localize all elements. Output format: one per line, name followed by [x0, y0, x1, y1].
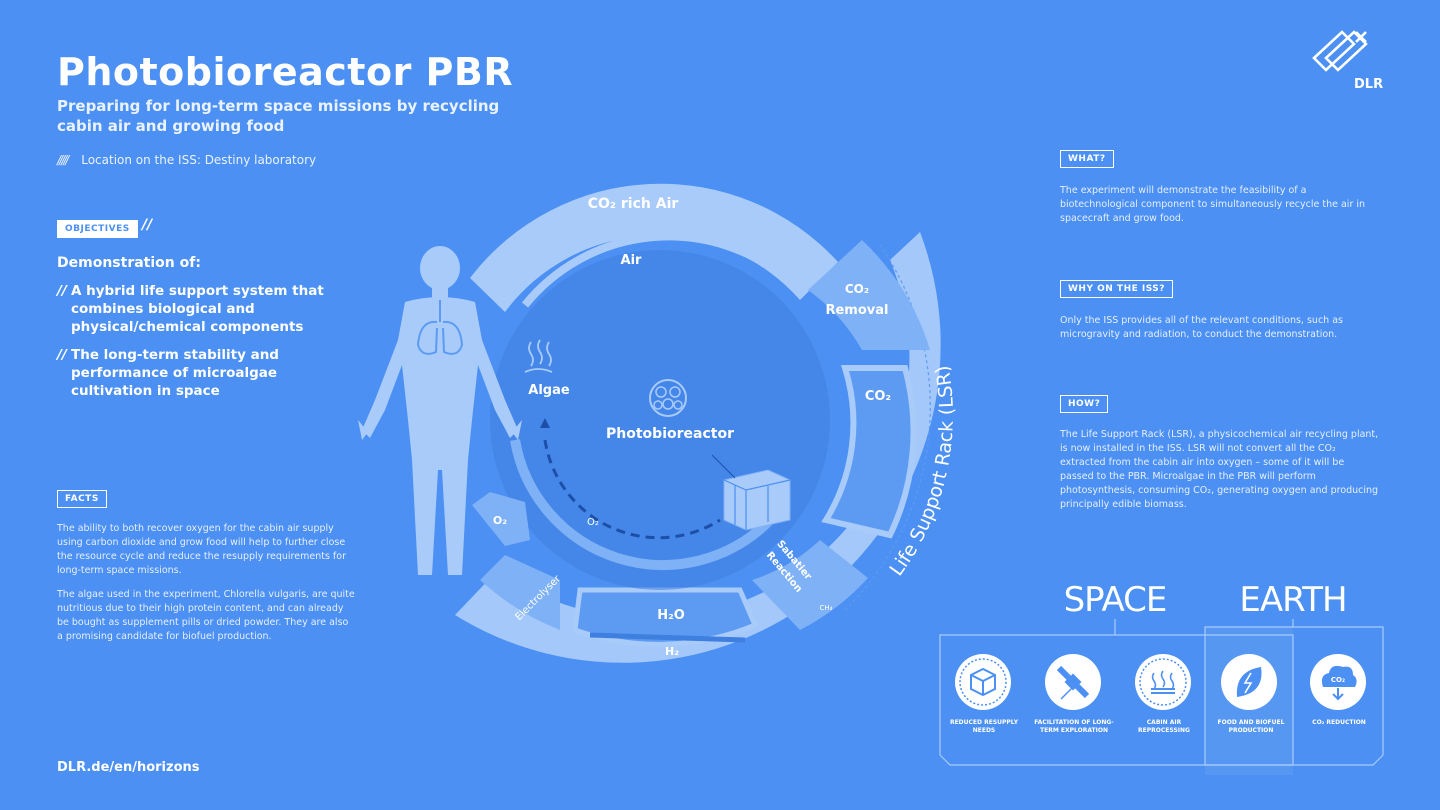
logo-cross [1355, 31, 1367, 43]
facts-tag-label: FACTS [65, 494, 99, 504]
objective-text: A hybrid life support system that combin… [71, 283, 324, 335]
electrolyser-segment [480, 555, 560, 630]
satellite-icon [1045, 654, 1101, 710]
photobioreactor-label: Photobioreactor [606, 426, 734, 442]
lsr-dashed-arc [844, 244, 931, 611]
earth-frame [1204, 626, 1384, 766]
space-earth-panel: SPACE EARTH [939, 580, 1384, 775]
reactor-box-icon [711, 454, 791, 531]
cloud-co2-text: CO₂ [1331, 676, 1345, 684]
how-text: The Life Support Rack (LSR), a physicoch… [1060, 429, 1379, 510]
photobioreactor-core [490, 250, 830, 590]
oxygen-dashed-path [543, 439, 721, 540]
why-text: Only the ISS provides all of the relevan… [1060, 315, 1343, 340]
sabatier-segment [752, 540, 868, 630]
lsr-label-path: Life Support Rack (LSR) [885, 364, 957, 580]
icon-label: REDUCED RESUPPLY NEEDS [949, 719, 1019, 734]
page-subtitle: Preparing for long-term space missions b… [57, 97, 500, 135]
list-item: // The long-term stability and performan… [57, 346, 357, 400]
inner-ring-arc [510, 439, 774, 570]
objectives-tag: OBJECTIVES [57, 220, 138, 238]
icon-label-box: FOOD AND BIOFUEL PRODUCTION [1217, 719, 1285, 734]
what-tag-label: WHAT? [1068, 154, 1106, 164]
icon-label: CO₂ REDUCTION [1312, 719, 1366, 726]
co2-removal-segment [808, 240, 930, 350]
footer-link[interactable]: DLR.de/en/horizons [57, 760, 200, 775]
earth-heading: EARTH [1239, 580, 1346, 620]
logo-text: DLR [1354, 77, 1383, 92]
dlr-logo: DLR [1312, 30, 1383, 92]
list-item: // A hybrid life support system that com… [57, 282, 357, 336]
ch4-label: CH₄ [820, 604, 833, 612]
steam-icon [524, 339, 553, 373]
lsr-outer-band [455, 232, 941, 663]
leaf-icon [1221, 654, 1277, 710]
facts-text: The ability to both recover oxygen for t… [57, 522, 357, 654]
objectives-list: // A hybrid life support system that com… [57, 282, 357, 410]
icon-label: FOOD AND BIOFUEL PRODUCTION [1217, 719, 1285, 734]
co2-segment [821, 365, 917, 539]
space-heading: SPACE [1064, 580, 1167, 620]
cloud-co2-icon: CO₂ [1310, 654, 1366, 710]
why-tag: WHY ON THE ISS? [1060, 280, 1174, 298]
location-text: Location on the ISS: Destiny laboratory [81, 153, 317, 167]
how-tag: HOW? [1060, 395, 1109, 413]
dashed-arrow-head [540, 418, 550, 428]
lsr-label: Life Support Rack (LSR) [885, 364, 957, 580]
h2-label: H₂ [665, 645, 679, 658]
water-segment [572, 587, 759, 647]
lungs-icon [416, 300, 464, 355]
electrolyser-label: Electrolyser [514, 573, 564, 623]
objectives-tag-label: OBJECTIVES [65, 224, 130, 234]
icon-label-box: FACILITATION OF LONG-TERM EXPLORATION [1034, 719, 1114, 734]
air-processing-icon [1135, 654, 1191, 710]
what-text: The experiment will demonstrate the feas… [1060, 185, 1366, 224]
h2o-label: H₂O [657, 608, 685, 623]
page-title: Photobioreactor PBR [57, 50, 514, 94]
astronaut-body-icon [358, 246, 522, 575]
facts-paragraph: The algae used in the experiment, Chlore… [57, 589, 355, 642]
objective-text: The long-term stability and performance … [71, 347, 279, 399]
sabatier-label-1: Sabatier [774, 539, 813, 583]
icon-label: FACILITATION OF LONG-TERM EXPLORATION [1034, 719, 1114, 734]
icon-label-box: CO₂ REDUCTION [1312, 719, 1366, 726]
air-arc [521, 232, 791, 308]
o2-outer-label: O₂ [493, 514, 507, 527]
icon-label-box: CABIN AIR REPROCESSING [1138, 719, 1190, 734]
how-tag-label: HOW? [1068, 399, 1101, 409]
what-tag: WHAT? [1060, 150, 1114, 168]
facts-paragraph: The ability to both recover oxygen for t… [57, 523, 346, 576]
why-tag-label: WHY ON THE ISS? [1068, 284, 1166, 294]
hatch-decoration: ///// [57, 153, 69, 167]
bullet: // [57, 347, 67, 363]
objectives-tag-suffix: // [142, 217, 153, 233]
bullet: // [57, 283, 67, 299]
air-label: Air [621, 253, 643, 268]
o2-inner-label: O₂ [587, 517, 599, 528]
demonstration-title: Demonstration of: [57, 255, 201, 271]
logo-shape-2 [1324, 30, 1368, 72]
h2-bar [589, 632, 746, 643]
icon-label: CABIN AIR REPROCESSING [1138, 719, 1190, 734]
o2-outer-tag [472, 492, 530, 546]
facts-tag: FACTS [57, 490, 107, 508]
location-line: ///// Location on the ISS: Destiny labora… [57, 153, 316, 167]
co2-removal-label-2: Removal [825, 303, 888, 318]
algae-label: Algae [528, 383, 570, 398]
co2-rich-air-label: CO₂ rich Air [588, 196, 679, 212]
icon-label-box: REDUCED RESUPPLY NEEDS [949, 719, 1019, 734]
co2-removal-label-1: CO₂ [845, 282, 869, 296]
logo-shape-1 [1312, 30, 1356, 72]
box-icon [955, 654, 1011, 710]
sabatier-label-2: Reaction [764, 550, 804, 595]
co2-label: CO₂ [865, 389, 891, 404]
co2-rich-air-arc [470, 183, 838, 312]
algae-cell-icon [649, 379, 687, 417]
